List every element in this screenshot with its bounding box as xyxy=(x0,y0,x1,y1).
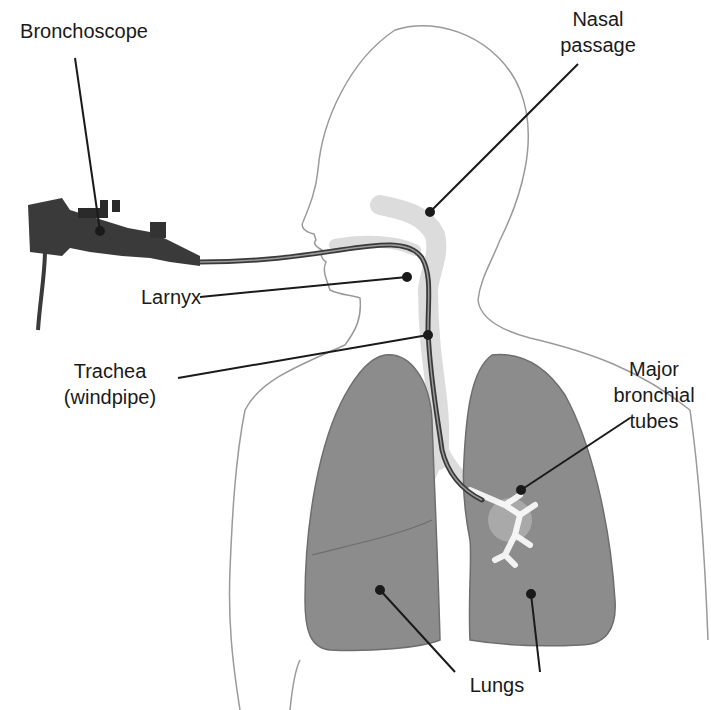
part-label: Larnyx xyxy=(126,284,216,310)
head-outline xyxy=(318,26,690,410)
leader-lines xyxy=(75,58,630,672)
scope-handle xyxy=(28,198,200,330)
shoulder-outline xyxy=(690,410,708,640)
right-lung xyxy=(463,355,615,646)
bronchi-glow xyxy=(488,498,532,542)
part-label: Nasal passage xyxy=(543,6,653,58)
arm-outline xyxy=(290,660,300,710)
part-label: Lungs xyxy=(452,672,542,698)
left-lung xyxy=(305,355,440,651)
part-label: Bronchoscope xyxy=(4,18,164,44)
scope-highlight xyxy=(200,245,482,500)
part-label: Major bronchial tubes xyxy=(602,356,706,434)
scope-tube xyxy=(200,245,482,500)
part-label: Trachea (windpipe) xyxy=(45,358,175,410)
lung-fissure xyxy=(312,520,432,555)
